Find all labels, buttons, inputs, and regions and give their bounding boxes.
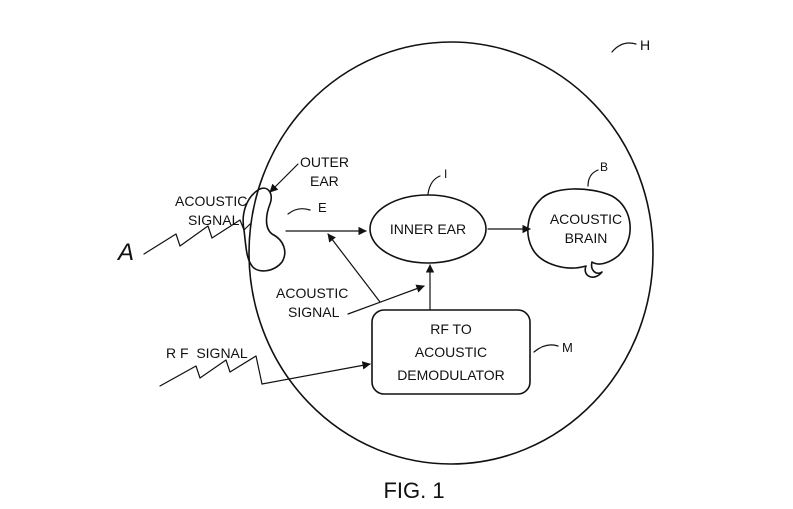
outer-ear-label-line1: OUTER [300, 154, 349, 170]
acoustic-signal-mid-line1: ACOUSTIC [276, 285, 348, 301]
ear-ref-leader [287, 208, 311, 215]
acoustic-wave-zigzag [143, 219, 251, 255]
figure-caption: FIG. 1 [383, 478, 444, 503]
inner-ear-label: INNER EAR [390, 221, 466, 237]
outer-ear-label-line2: EAR [310, 173, 339, 189]
rf-wave-zigzag [159, 355, 263, 387]
acoustic-brain-label-line1: ACOUSTIC [550, 211, 622, 227]
outer-ear-pointer-arrow [269, 163, 299, 193]
inner-ear-node [369, 194, 487, 264]
demodulator-label-line2: ACOUSTIC [415, 344, 487, 360]
brain-ref-leader [587, 169, 599, 187]
brain-ref-label: B [600, 160, 608, 174]
rf-signal-label: R F SIGNAL [166, 345, 248, 361]
demod-ref-leader [533, 344, 559, 353]
acoustic-signal-top-line1: ACOUSTIC [175, 193, 247, 209]
head-ref-leader [611, 42, 637, 53]
acoustic-brain-label-line2: BRAIN [565, 230, 608, 246]
demodulator-label-line1: RF TO [430, 321, 472, 337]
acoustic-signal-to-inner-ear-arrow [347, 284, 425, 315]
rf-to-demodulator-arrow [261, 361, 371, 385]
demod-ref-label: M [562, 340, 573, 355]
acoustic-signal-mid-line2: SIGNAL [288, 304, 340, 320]
head-outline [248, 41, 654, 465]
acoustic-brain-node [527, 188, 631, 278]
demodulator-label-line3: DEMODULATOR [397, 367, 505, 383]
inner-ear-ref-label: I [444, 167, 447, 181]
inner-ear-ref-leader [427, 175, 441, 195]
source-ref-label: A [116, 239, 134, 266]
acoustic-signal-to-ear-line-arrow [327, 233, 381, 303]
acoustic-signal-top-line2: SIGNAL [188, 212, 240, 228]
ear-ref-label: E [318, 200, 327, 215]
demodulator-box [371, 309, 531, 395]
head-ref-label: H [640, 37, 650, 53]
